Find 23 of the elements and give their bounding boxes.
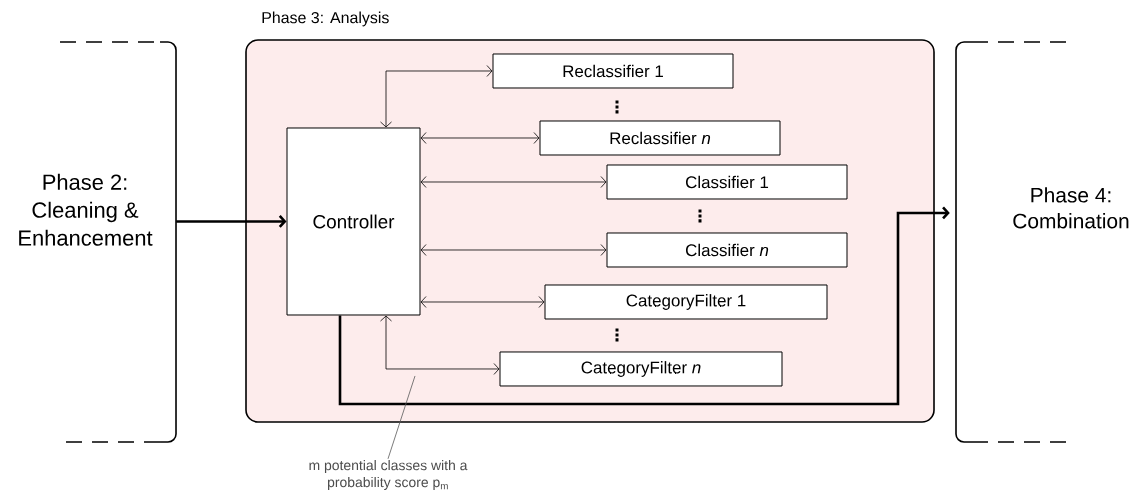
arrow — [420, 244, 607, 256]
process-box: Reclassifier n — [539, 120, 781, 156]
process-box: Controller — [286, 127, 421, 316]
ellipsis: ⋮ — [698, 209, 702, 223]
ellipsis: ⋮ — [615, 328, 619, 342]
arrow — [420, 132, 540, 144]
ellipsis: ⋮ — [615, 100, 619, 114]
leader-line — [387, 375, 416, 460]
arrow — [176, 215, 287, 228]
arrow — [380, 315, 500, 375]
process-box: Reclassifier 1 — [492, 53, 734, 89]
phase-bracket: Phase 2: Cleaning & Enhancement — [19, 41, 177, 443]
arrow — [420, 296, 545, 308]
arrow — [338, 206, 950, 406]
process-box: CategoryFilter n — [499, 351, 783, 387]
process-box: CategoryFilter 1 — [544, 284, 828, 320]
arrow — [420, 176, 607, 188]
phase-bracket: Phase 4: Combination — [955, 41, 1129, 443]
arrow — [380, 65, 493, 128]
process-box: Classifier n — [606, 232, 848, 268]
annotation-text: m potential classes with a probability score p$_{m}$ — [309, 460, 468, 490]
panel-heading: Phase 3: Analysis — [262, 11, 389, 27]
process-box: Classifier 1 — [606, 164, 848, 200]
